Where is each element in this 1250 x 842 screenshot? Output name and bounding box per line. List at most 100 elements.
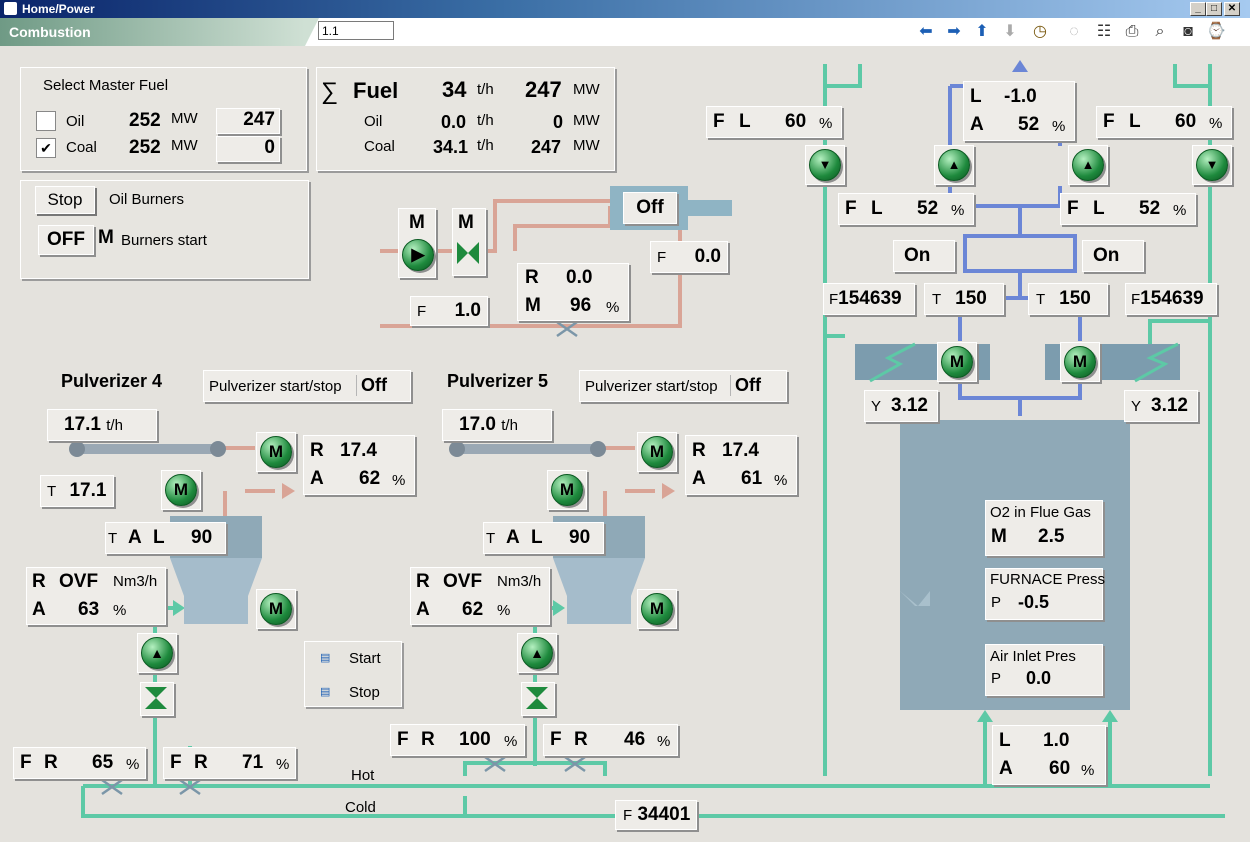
pulverizer5-ovf-label: OVF <box>443 571 483 592</box>
air-fl-mid-right: F L 52 % <box>1060 193 1196 225</box>
zoom-icon[interactable]: ⌕ <box>1155 23 1165 40</box>
close-icon[interactable]: ✕ <box>1224 2 1240 16</box>
air-fan-left-motor[interactable]: M <box>941 346 973 378</box>
fuel-total-mw: 247 <box>525 77 562 102</box>
air-fl-left-l: L <box>739 111 751 132</box>
pulverizer4-mill-motor[interactable]: M <box>165 474 197 506</box>
furnace-press-value: -0.5 <box>1018 592 1050 612</box>
pulverizer5-fan-motor[interactable]: M <box>641 593 673 625</box>
down-arrow-icon[interactable]: ⬇ <box>1003 23 1017 40</box>
pulverizer4-ovf-unit: Nm3/h <box>113 573 158 590</box>
pulverizer4-fr2-box: F R 71 % <box>163 747 296 779</box>
air-fan-right-state[interactable]: On <box>1082 240 1144 272</box>
coal-setpoint[interactable]: 0 <box>216 136 280 162</box>
oil-flow-value: 0.0 <box>694 246 721 267</box>
pulverizer5-valve-icon[interactable] <box>524 685 550 711</box>
fuel-oil-label: Oil <box>364 113 383 130</box>
up-arrow-icon[interactable]: ⬆ <box>975 23 989 40</box>
oil-pump-mode[interactable]: M <box>409 212 425 233</box>
back-arrow-icon[interactable]: ⬅ <box>919 23 933 40</box>
oil-valve-icon[interactable] <box>455 240 481 266</box>
fuel-total-th-unit: t/h <box>477 81 494 98</box>
air-la-top-pct: % <box>1052 118 1066 135</box>
pulverizer4-a-value: 62 <box>359 468 381 489</box>
air-fl-left-pct: % <box>819 115 833 132</box>
oil-setpoint[interactable]: 247 <box>216 108 280 134</box>
pulverizer4-ovf-a-value: 63 <box>78 599 100 620</box>
oil-checkbox[interactable] <box>36 111 56 131</box>
tree-view-icon[interactable]: ☷ <box>1096 23 1112 40</box>
air-la-top-l: L <box>970 86 982 107</box>
air-damper1-icon[interactable]: ▼ <box>809 149 841 181</box>
maximize-icon[interactable]: □ <box>1206 2 1222 16</box>
oil-valve-mode[interactable]: M <box>458 212 474 233</box>
pulverizer5-title: Pulverizer 5 <box>447 371 549 391</box>
air-la-top-a-value: 52 <box>1018 114 1040 135</box>
pulverizer5-state[interactable]: Off <box>730 375 761 396</box>
air-fl-mid-left-l: L <box>871 198 883 219</box>
stop-menu-item[interactable]: Stop <box>349 684 380 701</box>
oil-mw-unit: MW <box>171 110 198 127</box>
air-up-arrow-icon <box>1012 60 1028 72</box>
history-clock-icon[interactable]: ◷ <box>1033 23 1047 40</box>
oil-burners-panel: Stop Oil Burners OFF M Burners start <box>20 180 309 279</box>
forward-arrow-icon[interactable]: ➡ <box>947 23 961 40</box>
minimize-icon[interactable]: _ <box>1190 2 1206 16</box>
air-damper4-icon[interactable]: ▼ <box>1196 149 1228 181</box>
trend-icon[interactable]: ⌚ <box>1206 23 1226 40</box>
oil-tank-state[interactable]: Off <box>623 192 677 224</box>
print-icon[interactable]: ⎙ <box>1125 23 1139 40</box>
camera-icon[interactable]: ◙ <box>1183 23 1193 40</box>
pulverizer4-fr2-f: F <box>170 752 182 773</box>
air-flow-right-value: 154639 <box>1140 288 1204 309</box>
oil-setpoint-value: 247 <box>243 109 275 130</box>
furnace-press: FURNACE Press P -0.5 <box>985 568 1105 620</box>
pulverizer5-a-pct: % <box>774 472 788 489</box>
pulverizer4-state[interactable]: Off <box>356 375 387 396</box>
pulverizer5-fr2-box: F R 46 % <box>543 724 678 756</box>
inline-valves <box>101 320 586 796</box>
pulverizer5-damper-icon[interactable]: ▲ <box>521 637 553 669</box>
pulverizer4-fan-motor[interactable]: M <box>260 593 292 625</box>
pulverizer4-start-stop-label: Pulverizer start/stop <box>209 378 342 395</box>
air-fl-mid-right-pct: % <box>1173 202 1187 219</box>
furnace-la-a-value: 60 <box>1049 758 1071 779</box>
oil-burners-stop-button[interactable]: Stop <box>35 186 95 214</box>
pulv5-output-arrow-icon <box>662 483 675 499</box>
air-flow-left: F154639 <box>823 283 915 315</box>
air-damper3-icon[interactable]: ▲ <box>1072 149 1104 181</box>
sigma-icon: ∑ <box>321 78 339 105</box>
pulverizer4-damper-icon[interactable]: ▲ <box>141 637 173 669</box>
pulverizer5-tal-l: L <box>531 527 543 548</box>
pulverizer4-fr-box: F R 65 % <box>13 747 146 779</box>
pulverizer4-feed-unit: t/h <box>106 417 123 434</box>
pulverizer4-start-stop: Pulverizer start/stop Off <box>203 370 411 402</box>
air-inlet-pres: Air Inlet Pres P 0.0 <box>985 644 1103 696</box>
o2-title: O2 in Flue Gas <box>990 504 1091 521</box>
air-fan-left-state[interactable]: On <box>893 240 955 272</box>
oil-burners-state[interactable]: OFF <box>38 225 94 255</box>
oil-burners-mode[interactable]: M <box>98 227 114 248</box>
zoom-input[interactable] <box>318 21 394 40</box>
burners-start-label: Burners start <box>121 232 207 249</box>
oil-pump-motor-icon[interactable]: ▶ <box>402 239 434 271</box>
air-fl-mid-left-pct: % <box>951 202 965 219</box>
pulverizer4-feeder-motor[interactable]: M <box>260 436 292 468</box>
coal-checkbox[interactable]: ✔ <box>36 138 56 158</box>
o2-label: M <box>991 526 1007 547</box>
oil-label: Oil <box>66 113 85 130</box>
air-fl-right: F L 60 % <box>1096 106 1232 138</box>
pulverizer4-fr2-value: 71 <box>242 752 264 773</box>
air-fan-right-motor[interactable]: M <box>1064 346 1096 378</box>
refresh-icon[interactable]: ◌ <box>1069 23 1079 40</box>
air-damper2-icon[interactable]: ▲ <box>938 149 970 181</box>
furnace-la-box: L 1.0 A 60 % <box>992 725 1106 785</box>
air-temp-left-value: 150 <box>955 288 987 309</box>
pulverizer4-valve-icon[interactable] <box>143 685 169 711</box>
start-menu-item[interactable]: Start <box>349 650 381 667</box>
oil-flow2-value: 1.0 <box>454 300 481 321</box>
pulverizer4-fr2-r: R <box>194 752 208 773</box>
pulverizer5-feeder-motor[interactable]: M <box>641 436 673 468</box>
pulverizer5-mill-motor[interactable]: M <box>551 474 583 506</box>
